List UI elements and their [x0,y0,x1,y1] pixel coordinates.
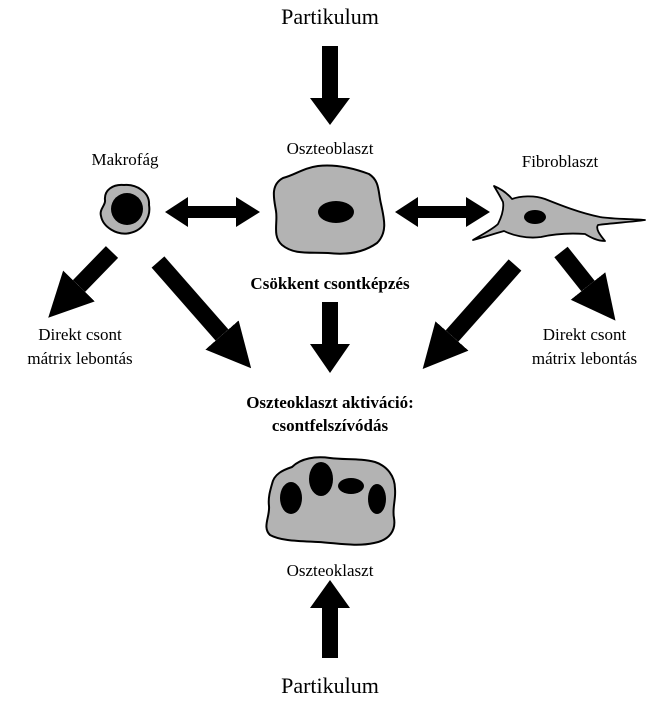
osteoclast-cell-icon [265,456,397,546]
arrow-macrophage-direct [48,246,119,318]
arrow-fibroblast-direct [554,246,616,321]
top-particle-label: Partikulum [281,4,379,29]
macrophage-cell-icon [99,183,151,235]
direct-matrix-right-line2: mátrix lebontás [531,349,638,368]
osteoclast-label: Oszteoklaszt [286,561,374,580]
arrow-macrophage-osteoblast [165,197,260,227]
direct-matrix-right-line1: Direkt csont [542,325,627,344]
arrow-macrophage-activation [151,256,252,369]
arrow-top-down [310,46,350,125]
direct-matrix-left-line1: Direkt csont [38,325,122,344]
reduced-bone-formation-label: Csökkent csontképzés [250,274,410,293]
arrow-bottom-up [310,580,350,658]
bottom-particle-label: Partikulum [281,673,379,698]
osteoclast-activation-line1: Oszteoklaszt aktiváció: [246,393,414,412]
osteoblast-label: Oszteoblaszt [286,139,374,158]
arrow-fibroblast-activation [422,259,522,370]
osteoclast-activation-line2: csontfelszívódás [271,416,389,435]
arrow-osteoblast-fibroblast [395,197,490,227]
fibroblast-cell-icon [472,185,646,242]
arrow-osteoblast-down [310,302,350,373]
osteoblast-cell-icon [272,164,386,255]
direct-matrix-left-line2: mátrix lebontás [27,349,133,368]
macrophage-label: Makrofág [91,150,159,169]
fibroblast-label: Fibroblaszt [521,152,599,171]
